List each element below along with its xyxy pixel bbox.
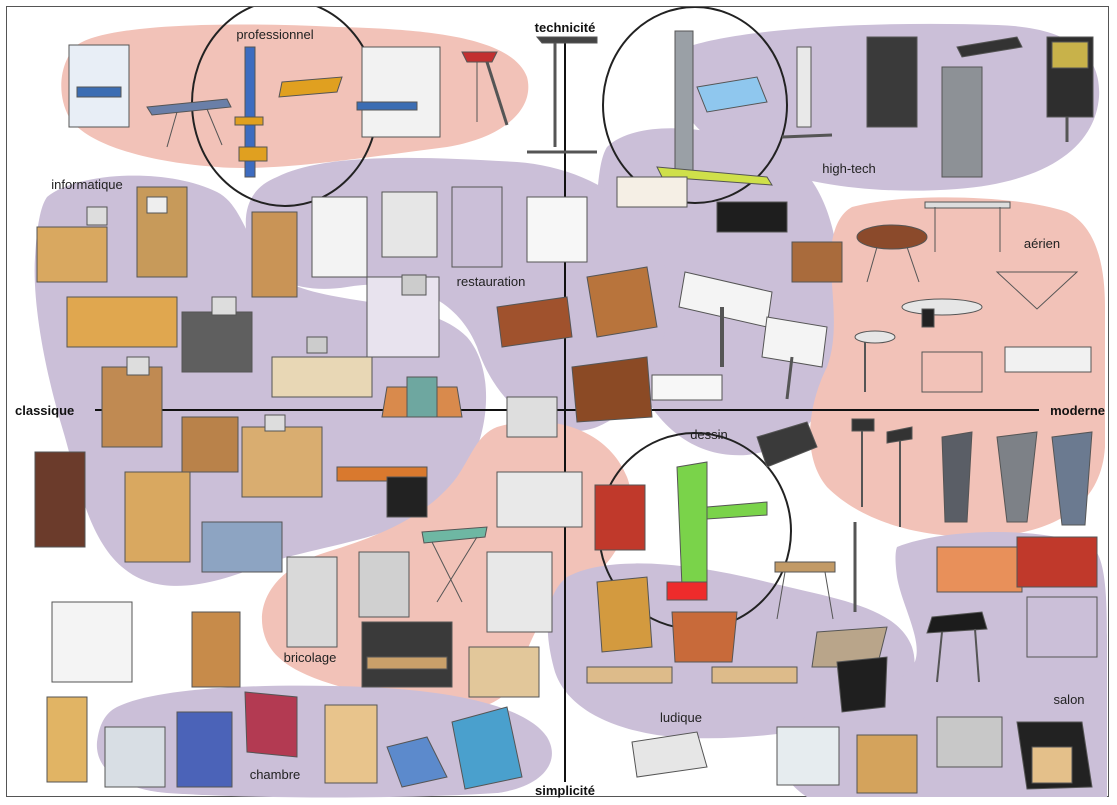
region-label-aerien: aérien xyxy=(1024,236,1060,251)
axis-label-bottom: simplicité xyxy=(535,783,595,798)
region-label-professionnel: professionnel xyxy=(236,27,313,42)
product-lectern-1 xyxy=(942,432,972,522)
product-kids-table-2 xyxy=(712,667,797,683)
product-white-table-dessin xyxy=(652,375,722,400)
product-corner-desk xyxy=(67,297,177,347)
product-rocking-horse xyxy=(597,577,652,652)
product-white-stand xyxy=(797,47,811,127)
product-pc-table xyxy=(272,357,372,397)
product-wood-bookcase xyxy=(192,612,240,687)
product-pc-tower-unit xyxy=(102,367,162,447)
region-professionnel xyxy=(61,24,528,168)
region-label-chambre: chambre xyxy=(250,767,301,782)
product-wood-trolley-3 xyxy=(572,357,652,422)
product-kids-chair xyxy=(672,612,737,662)
product-overbed-table xyxy=(245,692,297,757)
product-wood-stool xyxy=(775,562,835,572)
product-tall-pc-cabinet xyxy=(125,472,190,562)
region-label-informatique: informatique xyxy=(51,177,123,192)
product-medical-cart xyxy=(69,45,129,127)
product-wood-nightstand xyxy=(857,735,917,793)
product-patient-lift xyxy=(537,37,597,43)
product-pc-desk-2 xyxy=(182,312,252,372)
product-steel-cart xyxy=(359,552,409,617)
product-glass-cart xyxy=(527,197,587,262)
product-metal-locker xyxy=(487,552,552,632)
product-dark-device xyxy=(867,37,917,127)
product-round-table xyxy=(857,225,927,249)
region-label-restauration: restauration xyxy=(457,274,526,289)
product-tall-shelf xyxy=(47,697,87,782)
region-label-salon: salon xyxy=(1053,692,1084,707)
product-metal-desk-brico xyxy=(497,472,582,527)
mapping-frame: technicité simplicité classique moderne … xyxy=(6,6,1109,797)
region-label-bricolage: bricolage xyxy=(284,650,337,665)
axis-label-left: classique xyxy=(15,403,74,418)
product-positioning-map: technicité simplicité classique moderne … xyxy=(7,7,1110,798)
product-glass-nightstand xyxy=(777,727,839,785)
product-side-table xyxy=(855,331,895,343)
product-computer-desk-1 xyxy=(37,227,107,282)
product-bedside-table xyxy=(105,727,165,787)
product-kitchen-cart-1 xyxy=(252,212,297,297)
product-small-wood-desk xyxy=(792,242,842,282)
product-drawing-table-1 xyxy=(617,177,687,207)
product-blue-cabinet xyxy=(177,712,232,787)
product-column-lift xyxy=(675,31,693,171)
product-footrest xyxy=(632,732,707,777)
region-label-high-tech: high-tech xyxy=(822,161,875,176)
product-metal-desk-mid xyxy=(507,397,557,437)
product-small-desk xyxy=(182,417,238,472)
product-low-glass-table xyxy=(1005,347,1091,372)
product-white-trolley xyxy=(52,602,132,682)
product-wood-cabinet xyxy=(35,452,85,547)
region-label-dessin: dessin xyxy=(690,427,728,442)
product-orange-shelf xyxy=(937,547,1022,592)
product-red-shelf xyxy=(595,485,645,550)
product-glass-console xyxy=(925,202,1010,208)
product-black-desk xyxy=(717,202,787,232)
product-steel-trolley xyxy=(287,557,337,647)
region-label-ludique: ludique xyxy=(660,710,702,725)
product-glass-coffee-table xyxy=(902,299,982,315)
axis-label-top: technicité xyxy=(535,20,596,35)
product-press-machine xyxy=(362,47,440,137)
product-blue-desk xyxy=(202,522,282,572)
axis-label-right: moderne xyxy=(1050,403,1105,418)
product-kitchen-cart-3 xyxy=(382,192,437,257)
product-kitchen-cart-2 xyxy=(312,197,367,277)
product-bed-cabinet xyxy=(325,705,377,783)
product-light-trolley xyxy=(469,647,539,697)
product-stool xyxy=(462,52,497,62)
product-red-console xyxy=(1017,537,1097,587)
product-workbench-cart xyxy=(362,622,452,687)
product-corner-workstation xyxy=(242,427,322,497)
product-kids-table-1 xyxy=(587,667,672,683)
product-black-chair xyxy=(837,657,887,712)
product-magazine-rack xyxy=(937,717,1002,767)
product-green-rack xyxy=(677,462,707,587)
product-wood-trolley-2 xyxy=(587,267,657,337)
